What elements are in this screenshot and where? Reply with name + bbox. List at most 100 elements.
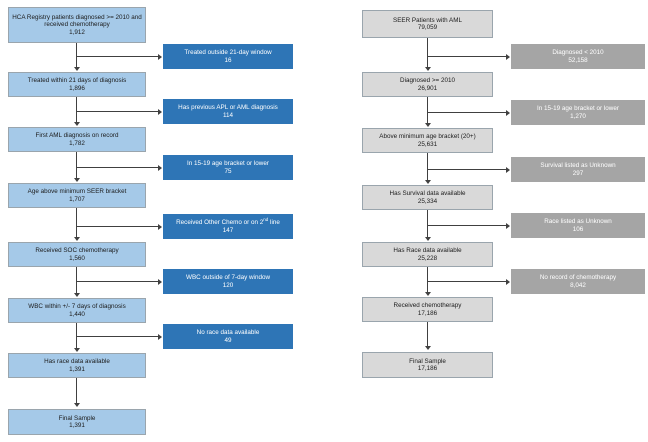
node-label: Has Race data available (393, 247, 462, 255)
connector-right-3 (427, 210, 429, 238)
branch-line-left-3 (76, 226, 159, 228)
connector-arrow-left-3 (73, 237, 80, 241)
exclusion-label: Received Other Chemo or on 2nd line (176, 216, 280, 227)
connector-arrow-right-3 (424, 237, 431, 241)
exclusion-count: 114 (222, 111, 234, 119)
branch-arrow-left-5 (158, 333, 162, 340)
flow-node-right-1: Diagnosed >= 2010 26,901 (362, 72, 493, 97)
flow-node-left-4: Received SOC chemotherapy 1,560 (8, 242, 146, 267)
exclusion-count: 120 (222, 281, 234, 289)
node-label: Has Survival data available (389, 190, 466, 198)
exclusion-node-left-4: WBC outside of 7-day window 120 (163, 269, 293, 294)
connector-left-6 (76, 378, 78, 404)
flow-node-right-3: Has Survival data available 25,334 (362, 185, 493, 210)
exclusion-node-left-3: Received Other Chemo or on 2nd line 147 (163, 214, 293, 239)
node-label: Has race data available (44, 358, 110, 366)
exclusion-node-right-2: Survival listed as Unknown 297 (511, 157, 645, 182)
branch-line-left-5 (76, 336, 159, 338)
connector-arrow-left-0 (73, 67, 80, 71)
connector-left-1 (76, 97, 78, 123)
node-count: 1,391 (69, 365, 85, 373)
branch-line-left-0 (76, 56, 159, 58)
connector-arrow-right-5 (424, 346, 431, 350)
flow-node-right-6-final: Final Sample 17,186 (362, 352, 493, 378)
flow-node-left-5: WBC within +/- 7 days of diagnosis 1,440 (8, 298, 146, 323)
connector-left-2 (76, 152, 78, 179)
connector-arrow-left-4 (73, 293, 80, 297)
node-count: 1,912 (69, 28, 85, 36)
connector-right-5 (427, 322, 429, 347)
branch-arrow-left-0 (158, 53, 162, 60)
flow-node-left-2: First AML diagnosis on record 1,782 (8, 127, 146, 152)
exclusion-count: 297 (572, 169, 584, 177)
exclusion-node-left-1: Has previous APL or AML diagnosis 114 (163, 99, 293, 124)
connector-left-0 (76, 43, 78, 68)
flow-node-left-1: Treated within 21 days of diagnosis 1,89… (8, 72, 146, 97)
exclusion-label: Survival listed as Unknown (540, 162, 616, 170)
exclusion-count: 49 (224, 336, 232, 344)
exclusion-node-left-2: In 15-19 age bracket or lower 75 (163, 155, 293, 180)
connector-arrow-left-1 (73, 122, 80, 126)
connector-arrow-right-4 (424, 292, 431, 296)
flow-node-left-3: Age above minimum SEER bracket 1,707 (8, 183, 146, 208)
exclusion-node-left-0: Treated outside 21-day window 16 (163, 44, 293, 69)
exclusion-label: Treated outside 21-day window (184, 49, 272, 57)
connector-right-2 (427, 153, 429, 181)
exclusion-count: 75 (224, 167, 232, 175)
connector-arrow-right-0 (424, 67, 431, 71)
node-label: Treated within 21 days of diagnosis (27, 77, 127, 85)
node-count: 25,334 (417, 197, 438, 205)
node-label: Received chemotherapy (393, 302, 462, 310)
node-label: Final Sample (58, 414, 96, 422)
node-label: WBC within +/- 7 days of diagnosis (28, 303, 126, 311)
node-count: 1,440 (69, 310, 85, 318)
exclusion-label: No record of chemotherapy (539, 274, 617, 282)
exclusion-label: WBC outside of 7-day window (186, 274, 270, 282)
exclusion-count: 16 (224, 56, 232, 64)
branch-arrow-right-4 (506, 278, 510, 285)
connector-arrow-right-2 (424, 180, 431, 184)
connector-right-1 (427, 97, 429, 124)
branch-line-left-2 (76, 167, 159, 169)
node-label: Above minimum age bracket (20+) (379, 133, 476, 141)
branch-arrow-left-4 (158, 278, 162, 285)
branch-line-right-3 (427, 225, 507, 227)
branch-arrow-left-1 (158, 108, 162, 115)
branch-arrow-right-3 (506, 222, 510, 229)
exclusion-label: In 15-19 age bracket or lower (187, 160, 269, 168)
branch-line-right-4 (427, 281, 507, 283)
exclusion-count: 52,158 (568, 56, 588, 64)
node-count: 17,186 (417, 309, 438, 317)
exclusion-node-right-3: Race listed as Unknown 106 (511, 213, 645, 238)
node-label: First AML diagnosis on record (35, 132, 119, 140)
exclusion-node-right-0: Diagnosed < 2010 52,158 (511, 44, 645, 69)
branch-line-left-4 (76, 281, 159, 283)
node-count: 1,782 (69, 139, 85, 147)
connector-left-3 (76, 208, 78, 238)
branch-line-right-0 (427, 56, 507, 58)
connector-left-4 (76, 267, 78, 294)
node-count: 1,707 (69, 195, 85, 203)
branch-arrow-right-0 (506, 53, 510, 60)
node-label: SEER Patients with AML (393, 16, 462, 24)
connector-arrow-left-5 (73, 348, 80, 352)
exclusion-label: In 15-19 age bracket or lower (537, 105, 619, 113)
branch-line-right-2 (427, 169, 507, 171)
connector-arrow-right-1 (424, 123, 431, 127)
flow-node-right-4: Has Race data available 25,228 (362, 242, 493, 267)
flow-node-left-6: Has race data available 1,391 (8, 353, 146, 378)
exclusion-node-right-1: In 15-19 age bracket or lower 1,270 (511, 100, 645, 125)
branch-arrow-left-3 (158, 223, 162, 230)
node-count: 79,059 (417, 24, 438, 31)
node-label: Received SOC chemotherapy (35, 247, 119, 255)
flow-node-right-5: Received chemotherapy 17,186 (362, 297, 493, 322)
branch-arrow-right-1 (506, 109, 510, 116)
node-label: HCA Registry patients diagnosed >= 2010 … (12, 13, 142, 29)
connector-arrow-left-2 (73, 178, 80, 182)
flow-node-left-7-final: Final Sample 1,391 (8, 409, 146, 435)
node-count: 26,901 (417, 84, 438, 92)
exclusion-count: 8,042 (570, 281, 586, 289)
node-label: Final Sample (409, 357, 446, 365)
branch-arrow-left-2 (158, 164, 162, 171)
node-count: 1,391 (69, 422, 85, 429)
